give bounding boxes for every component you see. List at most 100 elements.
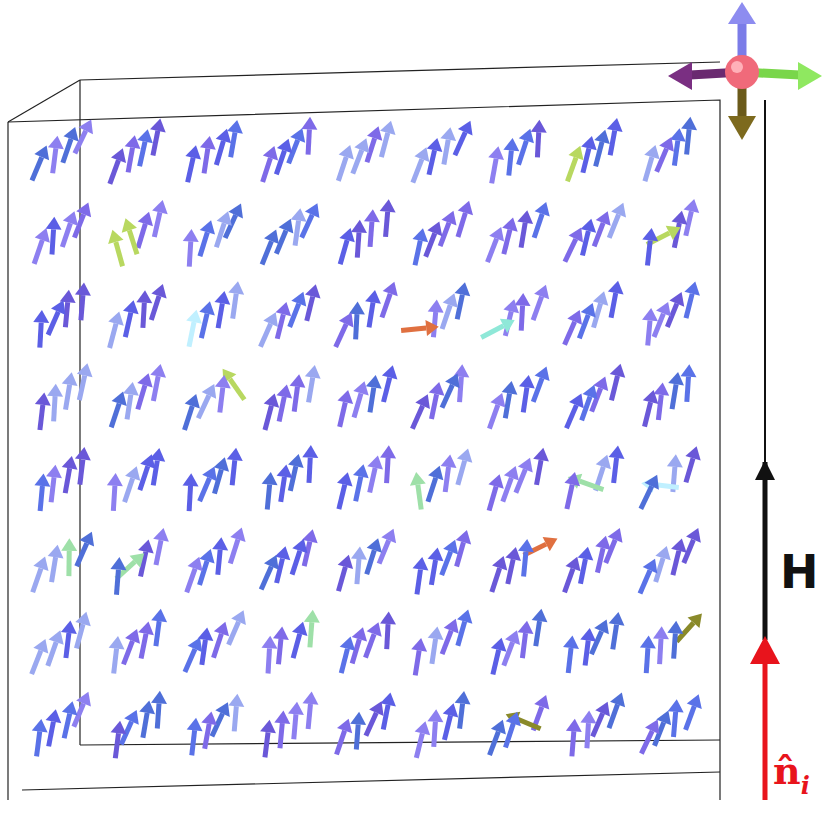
spin-shaft	[489, 732, 498, 756]
spin-shaft	[184, 406, 192, 430]
spin-head	[687, 694, 702, 709]
spin-shaft	[416, 733, 422, 757]
spin-head	[366, 375, 382, 389]
spin-shaft	[412, 406, 422, 429]
spin-shaft	[611, 293, 616, 318]
spin-head	[672, 211, 688, 225]
spin-head	[445, 373, 460, 388]
spin-shaft	[504, 230, 510, 254]
spin-head	[643, 559, 658, 574]
spin-head	[291, 208, 307, 222]
spin-head	[125, 135, 141, 149]
spin-head	[353, 464, 369, 478]
spin-head	[367, 622, 382, 637]
spin-shaft	[613, 625, 617, 650]
spin-head	[414, 147, 429, 162]
spin-shaft	[202, 640, 206, 665]
spin-head	[264, 229, 279, 244]
spin-shaft	[216, 223, 224, 247]
spin-head	[138, 212, 153, 226]
spin-head	[32, 719, 48, 733]
spin-shaft	[192, 730, 195, 755]
spin-head	[519, 129, 534, 143]
spin-head	[535, 202, 550, 216]
spin-head	[443, 540, 458, 555]
spin-head	[228, 204, 243, 219]
spin-shaft	[76, 624, 83, 648]
spin-shaft	[153, 131, 158, 156]
spin-head	[111, 148, 126, 163]
spin-head	[410, 472, 426, 486]
spin-head	[276, 384, 292, 398]
spin-head	[353, 381, 368, 395]
spin-head	[273, 627, 289, 640]
spin-head	[291, 292, 306, 307]
spin-head	[107, 473, 123, 486]
spin-head	[680, 364, 696, 377]
spin-shaft	[341, 649, 347, 673]
spin-head	[380, 692, 396, 706]
spin-head	[642, 308, 658, 321]
spin-shaft	[370, 468, 375, 493]
spin-head	[62, 701, 78, 715]
spin-head	[429, 382, 445, 396]
spin-head	[367, 456, 383, 470]
spin-shaft	[481, 326, 503, 338]
spin-head	[489, 227, 504, 242]
spin-head	[456, 530, 471, 544]
spin-head	[76, 692, 91, 707]
spin-head	[380, 199, 396, 212]
spin-shaft	[154, 212, 160, 237]
spin-head	[137, 129, 153, 143]
spin-shaft	[583, 148, 589, 172]
spin-head	[277, 139, 292, 154]
spin-head	[61, 538, 77, 551]
spin-shaft	[340, 240, 347, 264]
spin-head	[108, 311, 123, 325]
spin-shaft	[198, 395, 209, 418]
spin-shaft	[657, 149, 667, 172]
spin-head	[51, 300, 66, 315]
spin-head	[288, 702, 304, 715]
spin-head	[610, 364, 626, 378]
spin-head	[504, 466, 519, 481]
spin-shaft	[260, 324, 270, 347]
spin-shaft	[340, 402, 346, 427]
spin-head	[667, 621, 683, 634]
spin-head	[428, 626, 444, 640]
axis-gizmo	[668, 2, 822, 140]
spin-shaft	[262, 241, 271, 264]
spin-head	[152, 200, 168, 214]
spin-head	[596, 455, 611, 469]
spin-shaft	[386, 212, 388, 237]
spin-shaft	[383, 705, 388, 730]
spin-head	[350, 712, 366, 725]
spin-head	[441, 455, 457, 469]
spin-shaft	[356, 314, 357, 339]
simulation-box	[8, 62, 720, 800]
spin-head	[609, 612, 625, 626]
spin-head	[138, 621, 154, 635]
spin-head	[642, 228, 658, 241]
spin-shaft	[140, 466, 148, 490]
spin-shaft	[352, 639, 359, 663]
spin-head	[47, 384, 63, 397]
spin-shaft	[49, 722, 54, 747]
spin-shaft	[51, 477, 54, 502]
spin-shaft	[609, 214, 618, 237]
spin-shaft	[687, 377, 689, 402]
spin-shaft	[641, 486, 652, 509]
spin-head	[354, 138, 369, 153]
spin-head	[380, 121, 395, 135]
spin-head	[150, 118, 166, 132]
spin-head	[202, 384, 217, 399]
spin-shaft	[309, 458, 310, 483]
spin-head	[110, 557, 126, 570]
spin-head	[77, 363, 93, 377]
spin-head	[262, 636, 278, 649]
spin-head	[137, 373, 152, 387]
spin-shaft	[593, 713, 603, 736]
spin-shaft	[444, 140, 448, 165]
spin-head	[201, 712, 217, 726]
